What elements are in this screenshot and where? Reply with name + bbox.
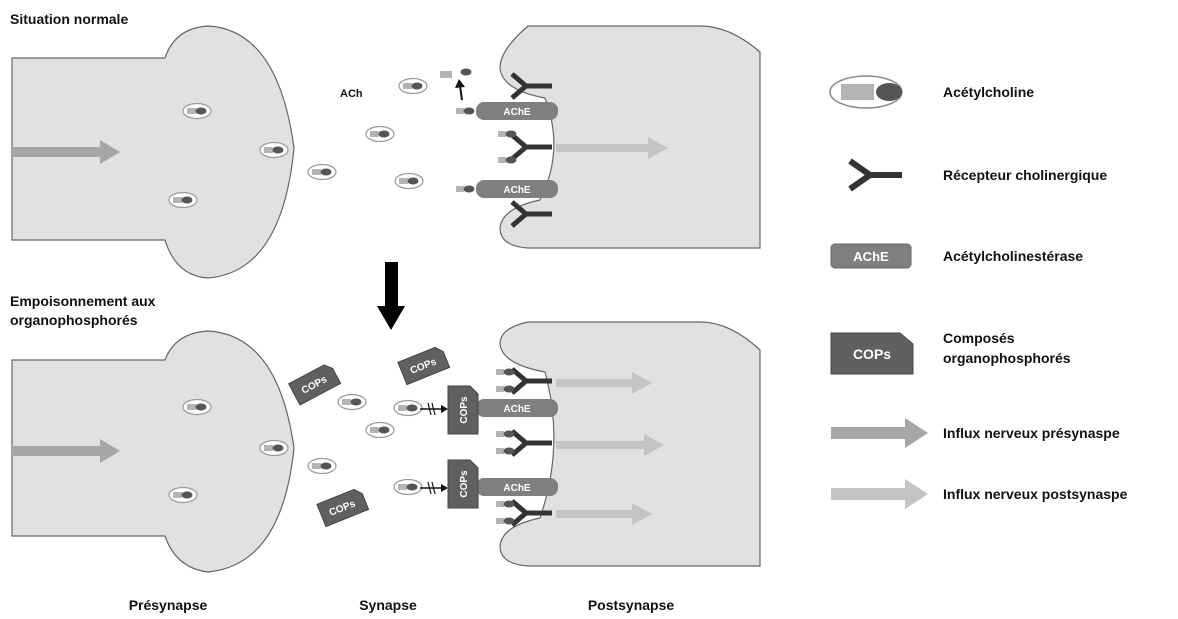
acetylcholine-molecule xyxy=(393,399,423,417)
bound-acetylcholine xyxy=(456,185,475,193)
legend-label-cops-line2: organophosphorés xyxy=(943,350,1071,366)
postsynaptic-impulse-arrow xyxy=(556,372,652,394)
acetylcholine-molecule xyxy=(398,77,428,95)
svg-text:AChE: AChE xyxy=(503,107,531,118)
acetylcholine-molecule xyxy=(168,191,198,209)
cops-bound-to-ache: COPs xyxy=(447,459,479,509)
blocked-arrow xyxy=(420,402,448,416)
acetylcholine-molecule xyxy=(393,478,423,496)
legend-label-receptor: Récepteur cholinergique xyxy=(943,167,1107,183)
hydrolysis-arrow xyxy=(459,85,463,101)
ache-enzyme: AChE xyxy=(476,102,558,120)
transition-arrow xyxy=(377,262,405,330)
acetate-fragment xyxy=(440,71,452,78)
receptor-icon xyxy=(848,158,902,192)
cops-bound-to-ache: COPs xyxy=(447,385,479,435)
legend-label-ache: Acétylcholinestérase xyxy=(943,248,1083,264)
cops-icon: COPs xyxy=(830,332,914,375)
postsynaptic-impulse-arrow xyxy=(556,137,668,159)
presynaptic-neuron-poisoned xyxy=(11,330,295,573)
acetylcholine-molecule xyxy=(365,421,395,439)
acetylcholine-molecule xyxy=(337,393,367,411)
acetylcholine-molecule xyxy=(168,486,198,504)
bound-acetylcholine xyxy=(496,368,515,376)
blocked-arrow xyxy=(420,481,448,495)
legend-label-postsynapse-impulse: Influx nerveux postsynaspe xyxy=(943,486,1128,502)
label-synapse: Synapse xyxy=(359,597,417,613)
postsynaptic-impulse-arrow xyxy=(556,503,652,525)
acetylcholine-icon xyxy=(829,75,903,109)
acetylcholine-molecule xyxy=(307,163,337,181)
acetylcholine-molecule xyxy=(259,439,289,457)
ache-enzyme: AChE xyxy=(476,180,558,198)
ache-enzyme: AChE xyxy=(476,478,558,496)
title-normal-situation: Situation normale xyxy=(10,11,128,27)
acetylcholine-molecule xyxy=(182,102,212,120)
ache-enzyme: AChE xyxy=(476,399,558,417)
acetylcholine-molecule xyxy=(307,457,337,475)
presynaptic-impulse-arrow xyxy=(12,439,120,463)
label-presynapse: Présynapse xyxy=(129,597,208,613)
acetylcholine-molecule xyxy=(365,125,395,143)
cops-molecule: COPs xyxy=(397,346,451,386)
bound-acetylcholine xyxy=(496,500,515,508)
bound-acetylcholine xyxy=(496,430,515,438)
svg-text:AChE: AChE xyxy=(503,483,531,494)
bound-acetylcholine xyxy=(496,517,515,525)
presynaptic-neuron-normal xyxy=(11,25,295,279)
poisoning-situation: COPs COPs COPs AChE COPs xyxy=(11,321,761,573)
choline-fragment xyxy=(460,68,472,76)
acetylcholine-molecule xyxy=(182,398,212,416)
ach-label: ACh xyxy=(340,88,363,100)
title-poisoning-line1: Empoisonnement aux xyxy=(10,293,156,309)
bound-acetylcholine xyxy=(498,130,517,138)
cholinergic-receptor xyxy=(512,135,552,159)
postsynaptic-impulse-arrow xyxy=(556,434,664,456)
svg-text:COPs: COPs xyxy=(459,396,470,424)
svg-text:COPs: COPs xyxy=(459,470,470,498)
svg-text:AChE: AChE xyxy=(503,404,531,415)
bound-acetylcholine xyxy=(456,107,475,115)
ache-icon: AChE xyxy=(830,243,912,269)
normal-situation: ACh AChE AChE xyxy=(11,25,761,279)
label-postsynapse: Postsynapse xyxy=(588,597,675,613)
bound-acetylcholine xyxy=(498,156,517,164)
acetylcholine-molecule xyxy=(394,172,424,190)
presynapse-arrow-icon xyxy=(831,418,928,448)
bound-acetylcholine xyxy=(496,447,515,455)
cops-molecule: COPs xyxy=(316,488,370,528)
svg-text:AChE: AChE xyxy=(853,249,889,264)
legend-label-acetylcholine: Acétylcholine xyxy=(943,84,1034,100)
svg-text:AChE: AChE xyxy=(503,185,531,196)
svg-text:COPs: COPs xyxy=(853,346,891,362)
legend: Acétylcholine Récepteur cholinergique AC… xyxy=(829,75,1128,509)
bound-acetylcholine xyxy=(496,385,515,393)
cops-molecule: COPs xyxy=(288,364,342,406)
legend-label-presynapse-impulse: Influx nerveux présynaspe xyxy=(943,425,1120,441)
title-poisoning-line2: organophosphorés xyxy=(10,312,138,328)
presynaptic-impulse-arrow xyxy=(12,140,120,164)
cholinergic-receptor xyxy=(512,431,552,455)
hydrolysis-arrowhead xyxy=(455,79,465,88)
postsynapse-arrow-icon xyxy=(831,479,928,509)
acetylcholine-molecule xyxy=(259,141,289,159)
legend-label-cops-line1: Composés xyxy=(943,330,1015,346)
